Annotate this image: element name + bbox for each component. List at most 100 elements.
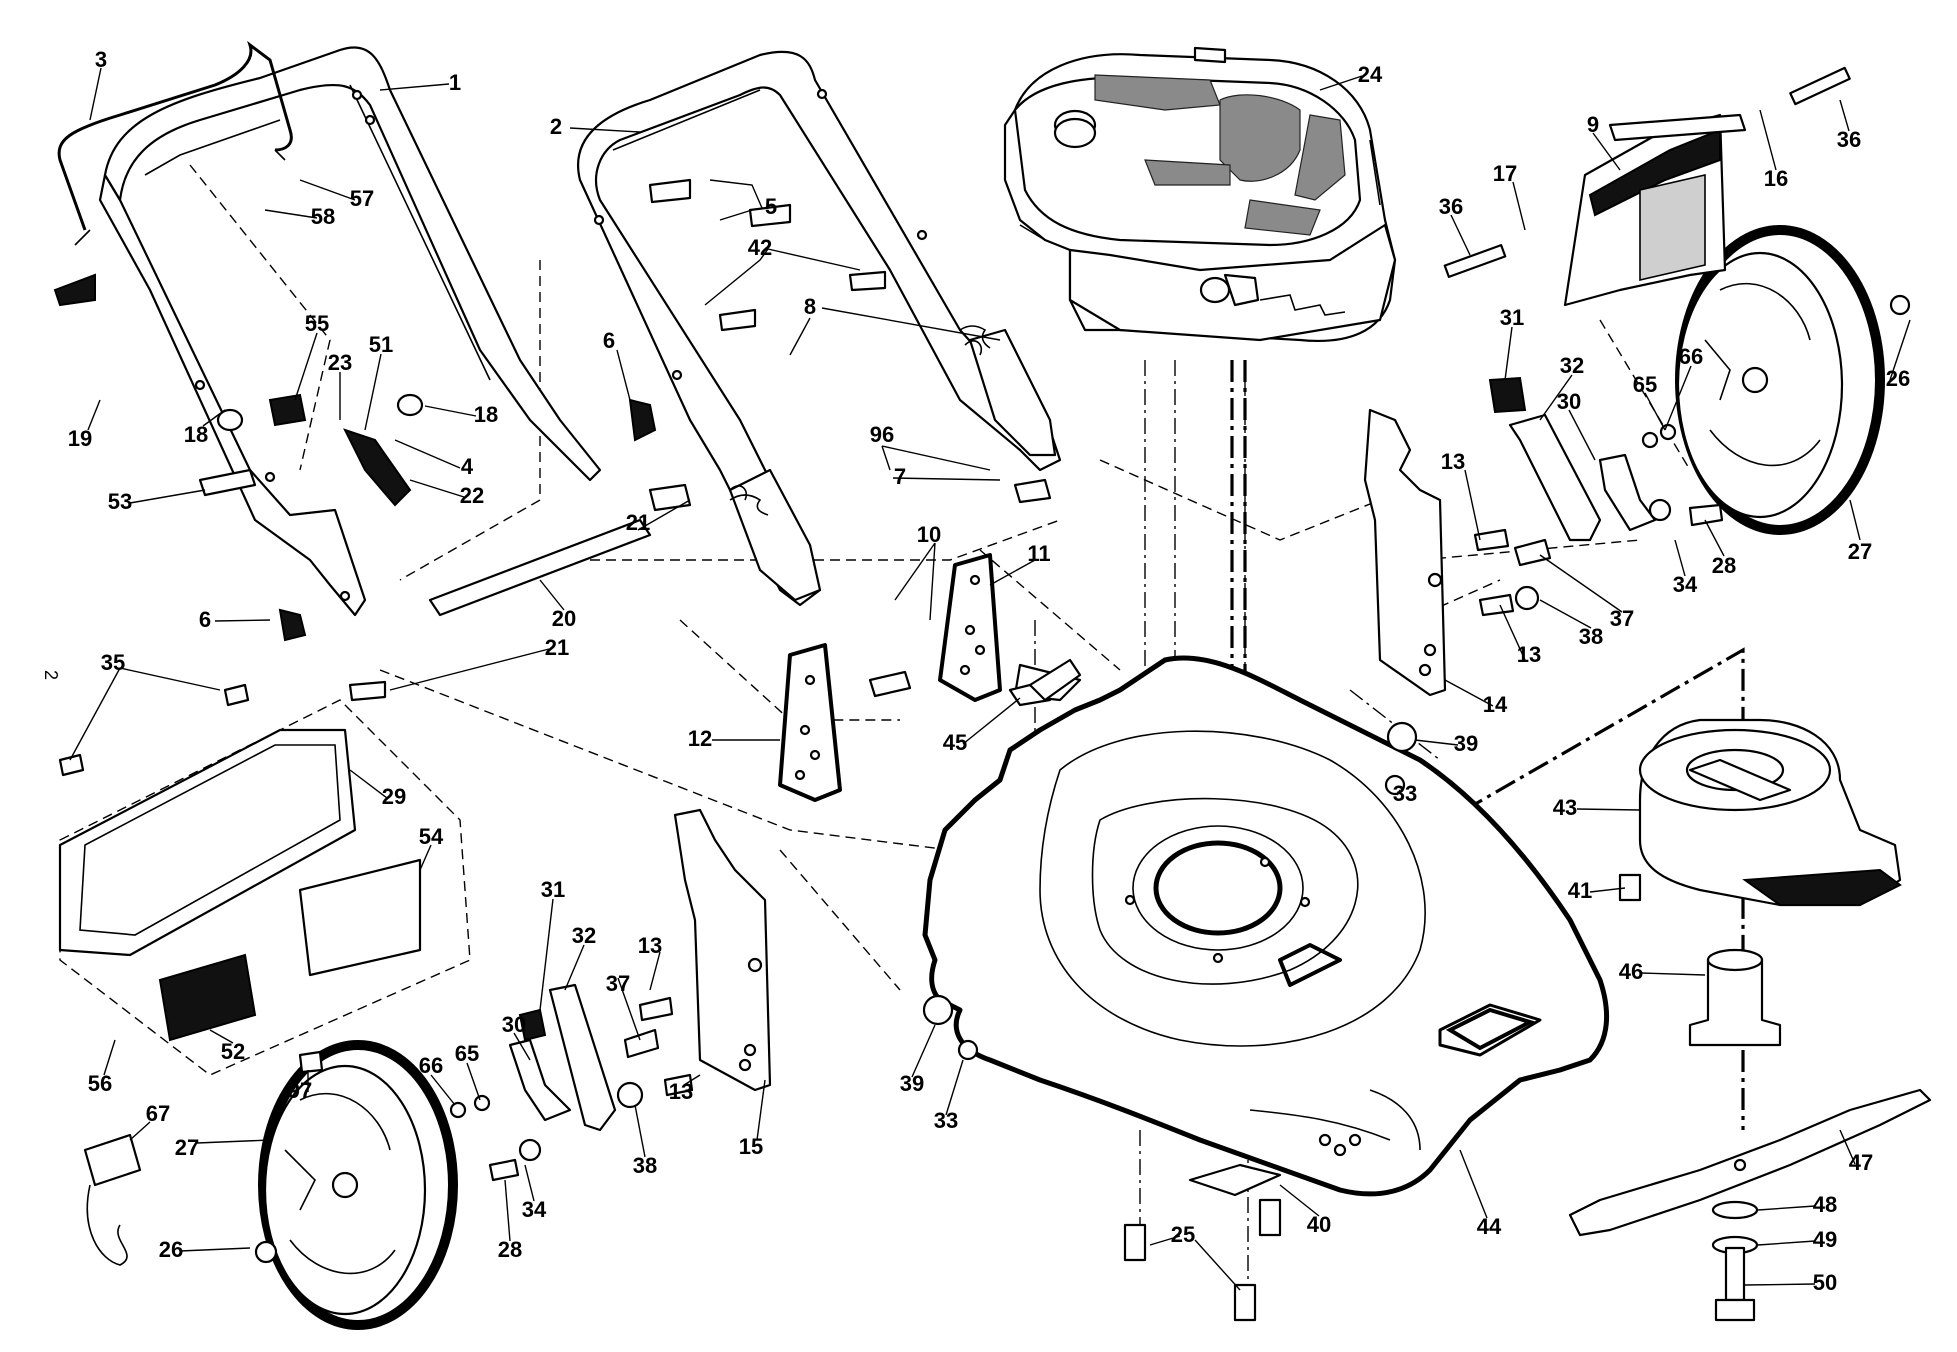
callout-c10: 10 (917, 522, 941, 547)
washer-48 (1711, 1200, 1759, 1220)
callout-leaders (69, 67, 1911, 1291)
callout-c30a: 30 (1557, 389, 1581, 414)
callout-c13d: 13 (669, 1079, 693, 1104)
callout-c7: 7 (894, 464, 906, 489)
blade-adapter-housing (1638, 718, 1902, 907)
callout-c1: 1 (449, 70, 461, 95)
callout-c13a: 13 (1441, 449, 1465, 474)
callout-c65a: 65 (1633, 372, 1657, 397)
wheel-left (258, 1040, 458, 1330)
blade-bolt (1714, 1246, 1756, 1322)
callout-c33b: 33 (934, 1108, 958, 1133)
bracket-11 (938, 553, 1002, 702)
callout-c58: 58 (311, 204, 335, 229)
callout-c26b: 26 (159, 1237, 183, 1262)
bracket-12 (778, 643, 842, 802)
blade (1568, 1088, 1932, 1237)
callout-c3: 3 (95, 47, 107, 72)
callout-c6b: 6 (199, 607, 211, 632)
callout-c38b: 38 (633, 1153, 657, 1178)
callout-c57: 57 (350, 186, 374, 211)
callout-c19: 19 (68, 426, 92, 451)
callout-c51: 51 (369, 332, 393, 357)
callout-c6a: 6 (603, 328, 615, 353)
height-adjuster-left (673, 808, 772, 1092)
callout-c24: 24 (1358, 62, 1383, 87)
height-adjuster-right (1363, 408, 1447, 697)
callout-c52: 52 (221, 1039, 245, 1064)
callout-c50: 50 (1813, 1270, 1837, 1295)
callout-c54: 54 (419, 824, 444, 849)
callout-c18a: 18 (184, 422, 208, 447)
callout-c33a: 33 (1393, 781, 1417, 806)
callout-c27b: 27 (175, 1135, 199, 1160)
callout-c26a: 26 (1886, 366, 1910, 391)
callout-c48: 48 (1813, 1192, 1837, 1217)
callout-c22: 22 (460, 483, 484, 508)
callout-c25: 25 (1171, 1222, 1195, 1247)
callout-c97: 97 (288, 1078, 312, 1103)
callout-c32b: 32 (572, 923, 596, 948)
callout-c53: 53 (108, 489, 132, 514)
control-bail (57, 40, 293, 246)
callout-c21a: 21 (626, 510, 650, 535)
rear-door (1563, 113, 1747, 307)
callout-c28a: 28 (1712, 553, 1736, 578)
callout-c13c: 13 (638, 933, 662, 958)
callout-c34b: 34 (522, 1197, 547, 1222)
corner-mark: 2 (41, 670, 61, 680)
callout-c31b: 31 (541, 877, 565, 902)
mower-deck (922, 655, 1610, 1197)
callout-c31a: 31 (1500, 305, 1524, 330)
callout-c12: 12 (688, 726, 712, 751)
callout-c47: 47 (1849, 1150, 1873, 1175)
callout-c40: 40 (1307, 1212, 1331, 1237)
callout-c15: 15 (739, 1134, 763, 1159)
blade-adapter (1688, 948, 1782, 1047)
callout-c36b: 36 (1439, 194, 1463, 219)
callout-c35: 35 (101, 650, 125, 675)
callout-labels: 1234566789101112131313131415161718181920… (68, 47, 1910, 1295)
callout-c23: 23 (328, 350, 352, 375)
callout-c21b: 21 (545, 635, 569, 660)
lower-handle-right (577, 50, 1062, 607)
callout-c30b: 30 (502, 1012, 526, 1037)
callout-c28b: 28 (498, 1237, 522, 1262)
callout-c32a: 32 (1560, 353, 1584, 378)
callout-c2: 2 (550, 114, 562, 139)
callout-c36a: 36 (1837, 127, 1861, 152)
callout-c56: 56 (88, 1071, 112, 1096)
callout-c39b: 39 (900, 1071, 924, 1096)
upper-handle-left (98, 46, 602, 617)
callout-c67: 67 (146, 1101, 170, 1126)
callout-c29: 29 (382, 784, 406, 809)
callout-c5: 5 (765, 194, 777, 219)
engine (1003, 46, 1397, 342)
callout-c43: 43 (1553, 795, 1577, 820)
callout-c17: 17 (1493, 161, 1517, 186)
small-hardware (53, 66, 1911, 1322)
callout-c45: 45 (943, 730, 967, 755)
callout-c55: 55 (305, 311, 329, 336)
wheel-right (1675, 225, 1885, 535)
battery-group (58, 699, 471, 1266)
corner-mark-text: 2 (41, 670, 61, 680)
callout-c9: 9 (1587, 112, 1599, 137)
callout-c49: 49 (1813, 1227, 1837, 1252)
callout-c39a: 39 (1454, 731, 1478, 756)
callout-c37a: 37 (1610, 606, 1634, 631)
callout-c41: 41 (1568, 878, 1592, 903)
callout-c42: 42 (748, 235, 772, 260)
callout-c37b: 37 (606, 971, 630, 996)
callout-c96: 96 (870, 422, 894, 447)
callout-c11: 11 (1027, 541, 1050, 566)
callout-c44: 44 (1477, 1214, 1502, 1239)
callout-c38a: 38 (1579, 624, 1603, 649)
callout-c66a: 66 (1679, 344, 1703, 369)
callout-c20: 20 (552, 606, 576, 631)
callout-c18b: 18 (474, 402, 498, 427)
callout-c27a: 27 (1848, 539, 1872, 564)
callout-c16: 16 (1764, 166, 1788, 191)
callout-c4: 4 (461, 454, 474, 479)
